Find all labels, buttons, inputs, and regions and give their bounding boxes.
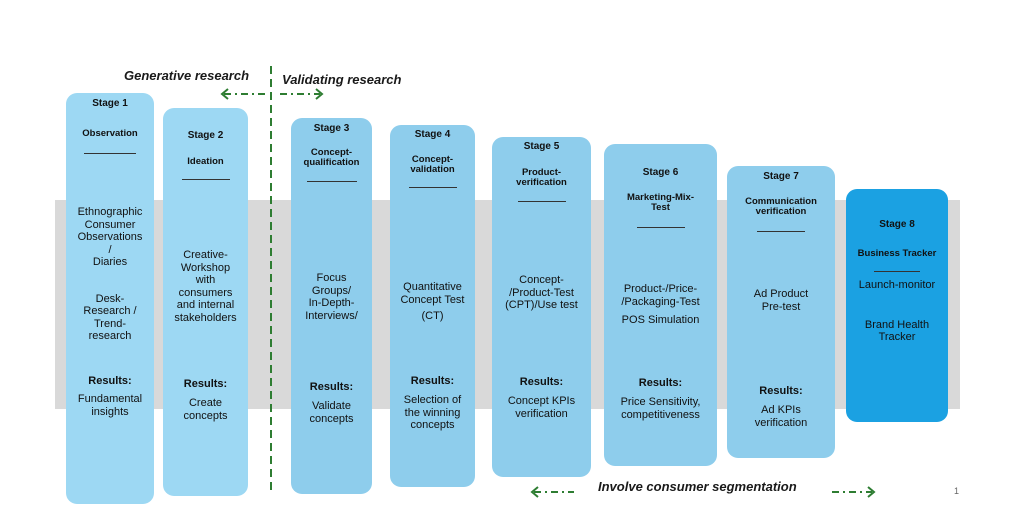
stage-title: Stage 8 xyxy=(879,219,915,230)
results-label: Results: xyxy=(759,385,803,397)
stage-divider xyxy=(636,227,685,228)
results-label: Results: xyxy=(410,375,455,387)
stage-title: Stage 6 xyxy=(642,167,679,178)
generative-research-label: Generative research xyxy=(124,68,250,83)
stage-title: Stage 5 xyxy=(523,141,560,152)
results-label: Results: xyxy=(88,375,132,387)
arrow-left-segmentation-icon xyxy=(530,486,574,498)
stage-divider xyxy=(757,231,805,232)
stage-name: Product-verification xyxy=(516,167,567,188)
validating-research-label: Validating research xyxy=(282,72,402,87)
arrow-right-validating-icon xyxy=(280,88,324,100)
stage-title: Stage 1 xyxy=(92,98,128,109)
stage-divider xyxy=(874,271,920,272)
stage-name: Business Tracker xyxy=(857,248,937,259)
results-label: Results: xyxy=(309,381,354,393)
stage-methods: Concept-/Product-Test(CPT)/Use test xyxy=(505,274,578,311)
stage-title: Stage 3 xyxy=(313,123,350,134)
stage-outcome: Price Sensitivity,competitiveness xyxy=(620,396,701,421)
stage-name: Concept-validation xyxy=(410,154,455,175)
stage-8-card: Stage 8 Business Tracker Launch-monitor … xyxy=(846,189,948,422)
results-label: Results: xyxy=(519,376,564,388)
stage-name: Marketing-Mix-Test xyxy=(626,192,695,213)
research-phase-divider xyxy=(270,66,272,494)
stage-name: Ideation xyxy=(187,156,224,167)
stage-title: Stage 7 xyxy=(763,171,799,182)
stage-title: Stage 2 xyxy=(187,130,224,141)
results-label: Results: xyxy=(183,378,228,390)
arrow-right-segmentation-icon xyxy=(832,486,876,498)
stage-divider xyxy=(408,187,457,188)
stage-divider xyxy=(84,153,136,154)
stage-divider xyxy=(306,181,357,182)
stage-name: Observation xyxy=(82,128,138,139)
stage-divider xyxy=(181,179,230,180)
results-label: Results: xyxy=(638,377,683,389)
stage-5-card: Stage 5 Product-verification Concept-/Pr… xyxy=(492,137,591,477)
arrow-left-generative-icon xyxy=(220,88,266,100)
stage-name: Concept-qualification xyxy=(303,147,360,168)
stage-title: Stage 4 xyxy=(414,129,451,140)
page-number: 1 xyxy=(954,486,960,496)
stage-divider xyxy=(517,201,566,202)
stage-6-card: Stage 6 Marketing-Mix-Test Product-/Pric… xyxy=(604,144,717,466)
segmentation-label: Involve consumer segmentation xyxy=(598,479,797,494)
